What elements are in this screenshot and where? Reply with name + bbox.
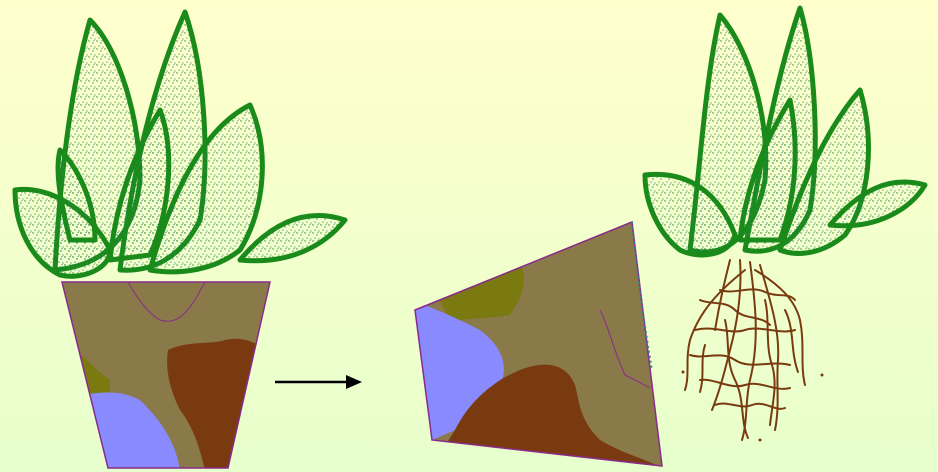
scene-canvas <box>0 0 938 472</box>
plant-repotting-scene <box>0 0 938 472</box>
